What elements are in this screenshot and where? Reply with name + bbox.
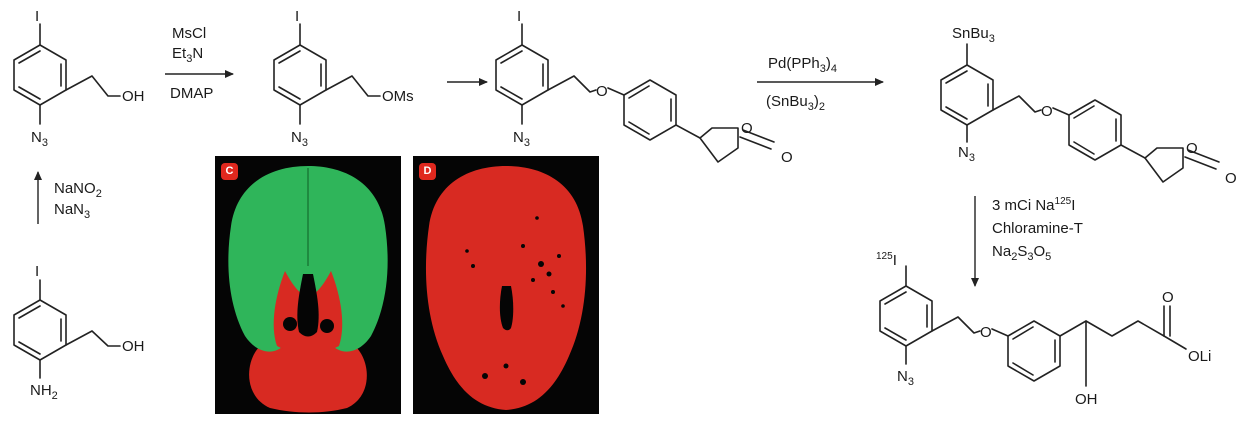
oh-label: OH [122,338,145,355]
reagent-mscl: MsCl [172,25,206,42]
iodo-label: I [295,8,299,25]
brain-image-panel-c: C [215,156,401,414]
reaction-arrow-diazotization: NaNO2 NaN3 [34,171,102,224]
molecule-iodo-ether-lactone: I O N3 O O [495,8,793,166]
oms-label: OMs [382,88,414,105]
iodo-label: I [517,8,521,25]
panel-label-d: D [419,163,436,180]
amine-label: NH2 [30,382,58,402]
reagent-metabisulfite: Na2S3O5 [992,243,1051,263]
molecule-radioiodinated-product: 125I O N3 OH O OLi [876,251,1211,408]
reagent-et3n: Et3N [172,45,203,65]
lactone-oxygen-label: O [741,120,753,137]
ether-oxygen-label: O [596,83,608,100]
stannyl-label: SnBu3 [952,25,995,45]
azide-label: N3 [513,129,530,149]
reagent-dmap: DMAP [170,85,213,102]
acid-carbonyl-oxygen-label: O [1162,289,1174,306]
i125-label: 125I [876,251,897,269]
brain-scan-d [425,166,587,410]
lactone-oxygen-label: O [1186,140,1198,157]
iodo-label: I [35,8,39,25]
oh-label: OH [122,88,145,105]
azide-label: N3 [291,129,308,149]
reaction-arrow-stannylation: Pd(PPh3)4 (SnBu3)2 [757,55,884,113]
hydroxyl-label: OH [1075,391,1098,408]
brain-red-region [249,346,367,413]
reaction-arrow-mesylation: MsCl Et3N DMAP [165,25,234,102]
iodo-label: I [35,263,39,280]
ether-oxygen-label: O [1041,103,1053,120]
panel-label-c: C [221,163,238,180]
molecule-mesylate: I OMs N3 [273,8,414,149]
molecule-amino-iodobenzyl-alcohol: I OH NH2 [13,263,145,402]
azide-label: N3 [958,144,975,164]
molecule-stannane: SnBu3 O N3 O O [940,25,1237,187]
carbonyl-oxygen-label: O [1225,170,1237,187]
reagent-sodium-nitrite: NaNO2 [54,180,102,200]
reagent-chloramine-t: Chloramine-T [992,220,1083,237]
reagent-pd-catalyst: Pd(PPh3)4 [768,55,837,75]
reagent-sodium-iodide-125: 3 mCi Na125I [992,196,1075,214]
reagent-hexabutylditin: (SnBu3)2 [766,93,825,113]
molecule-azido-iodobenzyl-alcohol: I OH N3 [13,8,145,149]
brain-image-panel-d: D [413,156,599,414]
reaction-arrow-radioiodination: 3 mCi Na125I Chloramine-T Na2S3O5 [971,196,1083,287]
reagent-sodium-azide: NaN3 [54,201,90,221]
oli-label: OLi [1188,348,1211,365]
ether-oxygen-label: O [980,324,992,341]
carbonyl-oxygen-label: O [781,149,793,166]
azide-label: N3 [897,368,914,388]
brain-scan-c [228,166,388,413]
azide-label: N3 [31,129,48,149]
